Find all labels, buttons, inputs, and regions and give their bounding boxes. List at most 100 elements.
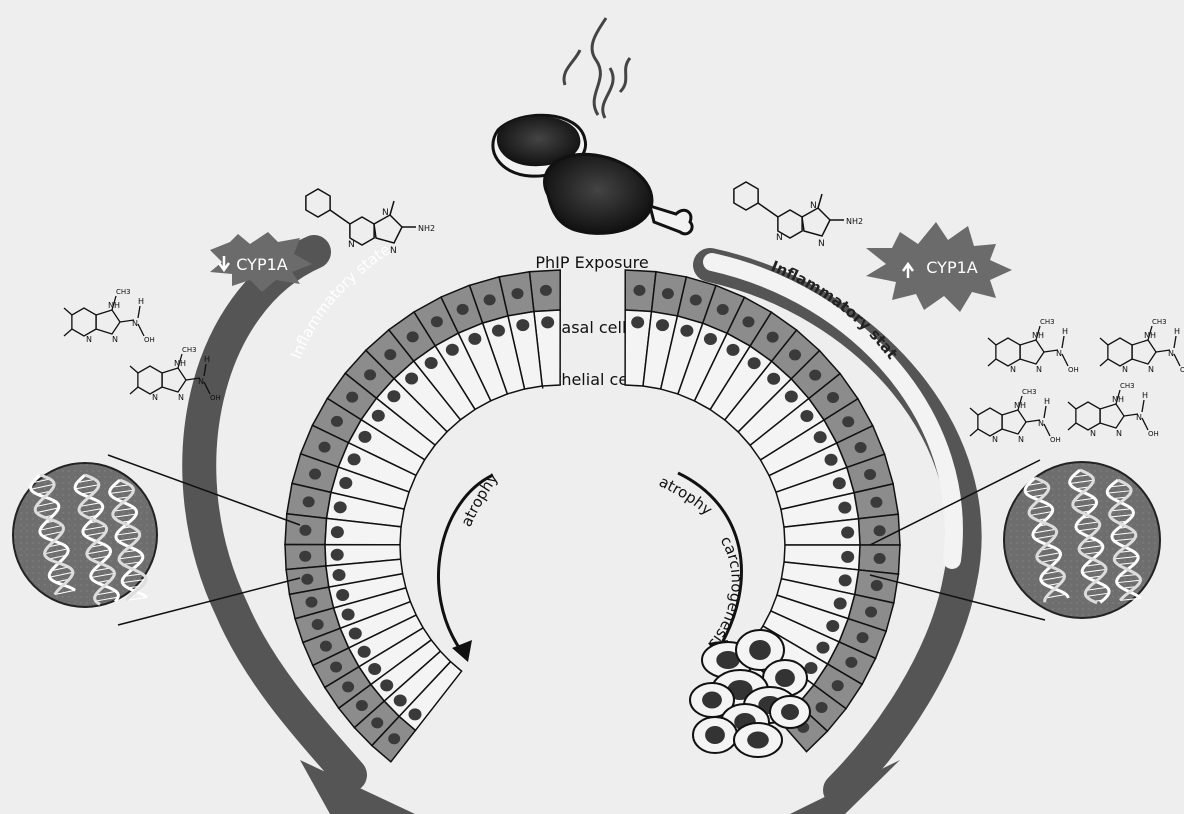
svg-text:H: H: [1174, 327, 1180, 336]
svg-text:NH: NH: [174, 359, 186, 368]
cell-nucleus: [512, 288, 524, 299]
cell-nucleus: [826, 620, 839, 632]
svg-text:N: N: [1090, 429, 1096, 438]
cell-nucleus: [309, 469, 321, 480]
cell-nucleus: [767, 332, 779, 343]
cell-nucleus: [319, 442, 331, 453]
svg-text:N: N: [776, 233, 783, 243]
svg-text:N: N: [348, 240, 355, 250]
cell-nucleus: [333, 569, 346, 581]
cell-nucleus: [346, 392, 358, 403]
cell-nucleus: [358, 431, 371, 443]
right-atrophy-label: atrophy: [656, 473, 716, 520]
svg-text:NH: NH: [1144, 331, 1156, 340]
cell-nucleus: [299, 525, 311, 536]
left-dna-magnifier: [13, 455, 300, 625]
cell-nucleus: [870, 497, 882, 508]
svg-text:N: N: [132, 319, 138, 328]
cell-nucleus: [742, 316, 754, 327]
cell-nucleus: [468, 333, 481, 345]
cell-nucleus: [372, 410, 385, 422]
cell-nucleus: [348, 453, 361, 465]
cell-nucleus: [540, 285, 552, 296]
cell-nucleus: [384, 349, 396, 360]
cell-nucleus: [662, 288, 674, 299]
svg-text:H: H: [1062, 327, 1068, 336]
svg-text:N: N: [198, 377, 204, 386]
cell-nucleus: [446, 344, 459, 356]
svg-text:N: N: [1036, 365, 1042, 374]
cell-nucleus: [541, 316, 554, 328]
svg-text:NH: NH: [108, 301, 120, 310]
cell-nucleus: [855, 442, 867, 453]
cell-nucleus: [841, 527, 854, 539]
cell-nucleus: [368, 663, 381, 675]
steam-icon: [564, 18, 630, 118]
svg-text:NH: NH: [1014, 401, 1026, 410]
cell-nucleus: [407, 331, 419, 342]
cell-nucleus: [800, 410, 813, 422]
svg-text:N: N: [382, 208, 389, 218]
basal-cells-label: basal cells: [551, 318, 635, 337]
cell-nucleus: [816, 642, 829, 654]
svg-text:NH: NH: [1032, 331, 1044, 340]
cell-nucleus: [816, 702, 828, 713]
svg-text:NH2: NH2: [846, 217, 863, 226]
cell-nucleus: [690, 295, 702, 306]
cell-nucleus: [408, 708, 421, 720]
cell-nucleus: [717, 304, 729, 315]
cell-nucleus: [330, 662, 342, 673]
svg-text:N: N: [818, 239, 825, 249]
svg-text:N: N: [992, 435, 998, 444]
svg-text:CH3: CH3: [1040, 318, 1055, 326]
cell-nucleus: [785, 390, 798, 402]
cell-nucleus: [334, 501, 347, 513]
svg-text:CH3: CH3: [1152, 318, 1167, 326]
svg-text:OH: OH: [1180, 366, 1184, 374]
cell-nucleus: [301, 574, 313, 585]
cell-nucleus: [789, 349, 801, 360]
svg-text:H: H: [1142, 391, 1148, 400]
cell-nucleus: [825, 454, 838, 466]
svg-text:OH: OH: [144, 336, 155, 344]
svg-text:CH3: CH3: [116, 288, 131, 296]
svg-text:N: N: [1116, 429, 1122, 438]
cell-nucleus: [299, 551, 311, 562]
svg-text:N: N: [1038, 419, 1044, 428]
cell-nucleus: [484, 294, 496, 305]
tumor-nucleus: [702, 692, 722, 709]
cell-nucleus: [631, 316, 644, 328]
cell-nucleus: [748, 357, 761, 369]
svg-text:H: H: [1044, 397, 1050, 406]
cell-nucleus: [425, 357, 438, 369]
svg-text:OH: OH: [1068, 366, 1079, 374]
svg-text:CYP1A: CYP1A: [236, 255, 287, 274]
svg-text:N: N: [1018, 435, 1024, 444]
tumor-nucleus: [749, 640, 771, 660]
cell-nucleus: [342, 681, 354, 692]
cell-nucleus: [845, 657, 857, 668]
cell-nucleus: [431, 316, 443, 327]
cell-nucleus: [331, 549, 344, 561]
cell-nucleus: [842, 416, 854, 427]
right-dna-magnifier: [870, 460, 1160, 620]
tumor-nucleus: [747, 732, 769, 749]
tumor-nucleus: [775, 669, 795, 687]
cell-nucleus: [339, 477, 352, 489]
cell-nucleus: [827, 392, 839, 403]
svg-text:NH2: NH2: [418, 224, 435, 233]
cell-nucleus: [303, 496, 315, 507]
cell-nucleus: [839, 574, 852, 586]
tumor-nucleus: [705, 726, 725, 744]
cell-nucleus: [457, 304, 469, 315]
cyp1a-down-badge: CYP1A: [210, 232, 312, 292]
svg-text:CH3: CH3: [1022, 388, 1037, 396]
cell-nucleus: [312, 619, 324, 630]
cell-nucleus: [838, 502, 851, 514]
